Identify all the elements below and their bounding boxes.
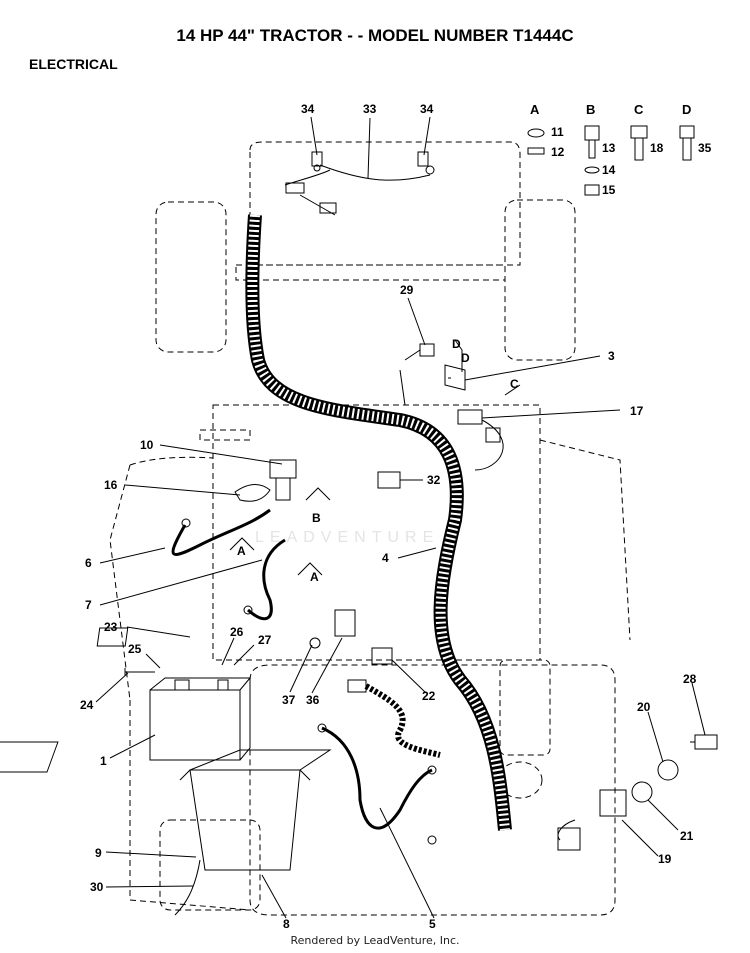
callout-4: 4 xyxy=(382,551,389,565)
callout-25: 25 xyxy=(128,642,142,656)
switch-36 xyxy=(334,609,356,637)
hardware-group-a-letter: A xyxy=(530,102,540,117)
callout-10: 10 xyxy=(140,438,154,452)
seat-switch-22 xyxy=(347,647,441,758)
cable-5 xyxy=(321,726,433,830)
callout-16: 16 xyxy=(104,478,118,492)
footer-credit: Rendered by LeadVenture, Inc. xyxy=(290,934,460,947)
relay-29 xyxy=(399,343,435,406)
bezel-21 xyxy=(631,781,653,803)
cable-7 xyxy=(247,538,286,621)
connection-letter-a-2: A xyxy=(310,570,319,584)
connection-letter-c: C xyxy=(510,377,519,391)
cable-6 xyxy=(171,508,271,556)
headlight-connector xyxy=(319,202,337,214)
wiring-harness-4 xyxy=(245,214,512,831)
connection-markers xyxy=(229,339,521,576)
connection-letter-b: B xyxy=(312,511,321,525)
callout-34-left: 34 xyxy=(301,102,315,116)
callout-15: 15 xyxy=(602,183,616,197)
callout-34-right: 34 xyxy=(420,102,434,116)
callout-28: 28 xyxy=(683,672,697,686)
callout-3: 3 xyxy=(608,349,615,363)
bolt-24 xyxy=(124,668,155,676)
callout-12: 12 xyxy=(551,145,565,159)
callout-24: 24 xyxy=(80,698,94,712)
callout-7: 7 xyxy=(85,598,92,612)
hardware-group-c-letter: C xyxy=(634,102,644,117)
terminal-cover-23 xyxy=(96,627,129,647)
callout-11: 11 xyxy=(551,125,564,139)
fuse-holder-17 xyxy=(457,409,504,471)
lamp-37 xyxy=(309,637,321,649)
callout-18: 18 xyxy=(650,141,664,155)
callout-14: 14 xyxy=(602,163,616,177)
callout-8: 8 xyxy=(283,917,290,931)
callout-32: 32 xyxy=(427,473,441,487)
callout-6: 6 xyxy=(85,556,92,570)
switch-32 xyxy=(377,471,401,489)
hardware-group-b-letter: B xyxy=(586,102,595,117)
headlight-bulb-right xyxy=(417,151,435,175)
callout-30: 30 xyxy=(90,880,104,894)
nut-20 xyxy=(657,759,679,781)
headlight-harness-33 xyxy=(284,164,431,216)
headlight-plug xyxy=(285,182,305,194)
page-title: 14 HP 44" TRACTOR - - MODEL NUMBER T1444… xyxy=(176,26,574,45)
ground-lug xyxy=(427,835,437,845)
boot-16 xyxy=(234,484,271,502)
hardware-icons xyxy=(527,125,695,196)
key-28 xyxy=(690,734,718,750)
hardware-group-d-letter: D xyxy=(682,102,691,117)
battery-1 xyxy=(149,676,252,761)
battery-tray-8 xyxy=(0,741,332,871)
connection-letter-d-1: D xyxy=(452,337,461,351)
callout-27: 27 xyxy=(258,633,272,647)
callout-1: 1 xyxy=(100,754,107,768)
callout-26: 26 xyxy=(230,625,244,639)
callout-5: 5 xyxy=(429,917,436,931)
leader-lines xyxy=(95,116,706,919)
ignition-switch-19 xyxy=(557,789,627,851)
solenoid-10 xyxy=(269,459,297,501)
callout-35: 35 xyxy=(698,141,712,155)
callout-23: 23 xyxy=(104,620,118,634)
callout-29: 29 xyxy=(400,283,414,297)
callout-9: 9 xyxy=(95,846,102,860)
callout-33: 33 xyxy=(363,102,377,116)
connection-letter-a-1: A xyxy=(237,544,246,558)
drain-hose-30 xyxy=(174,859,201,916)
callout-20: 20 xyxy=(637,700,651,714)
callout-17: 17 xyxy=(630,404,644,418)
callout-21: 21 xyxy=(680,829,694,843)
section-title: ELECTRICAL xyxy=(29,56,118,72)
callout-36: 36 xyxy=(306,693,320,707)
tractor-outline xyxy=(109,141,631,916)
callout-19: 19 xyxy=(658,852,672,866)
callout-13: 13 xyxy=(602,141,616,155)
bracket-3 xyxy=(444,364,466,391)
connection-letter-d-2: D xyxy=(461,351,470,365)
callout-37: 37 xyxy=(282,693,296,707)
callout-22: 22 xyxy=(422,689,436,703)
watermark: LEADVENTURE xyxy=(255,529,440,546)
